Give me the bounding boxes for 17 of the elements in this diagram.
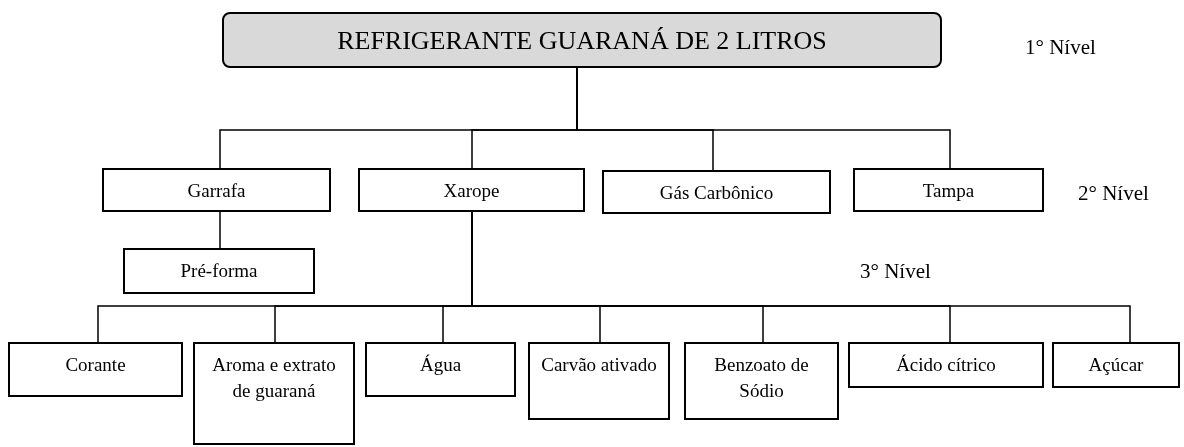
component-box: Água xyxy=(365,342,516,397)
component-box: Gás Carbônico xyxy=(602,170,831,214)
component-box: Pré-forma xyxy=(123,248,315,294)
level-label: 1° Nível xyxy=(1025,34,1096,61)
connector-line xyxy=(219,211,221,249)
component-box: Tampa xyxy=(853,168,1044,212)
component-box: Carvão ativado xyxy=(528,342,670,420)
component-box: Ácido cítrico xyxy=(848,342,1044,388)
component-box: Benzoato de Sódio xyxy=(684,342,839,420)
component-box: Xarope xyxy=(358,168,585,212)
component-box: Açúcar xyxy=(1052,342,1180,388)
component-box: Corante xyxy=(8,342,183,397)
level-label: 3° Nível xyxy=(860,258,931,285)
title-box: REFRIGERANTE GUARANÁ DE 2 LITROS xyxy=(222,12,942,68)
level-label: 2° Nível xyxy=(1078,180,1149,207)
component-box: Garrafa xyxy=(102,168,331,212)
component-box: Aroma e extrato de guaraná xyxy=(193,342,355,445)
